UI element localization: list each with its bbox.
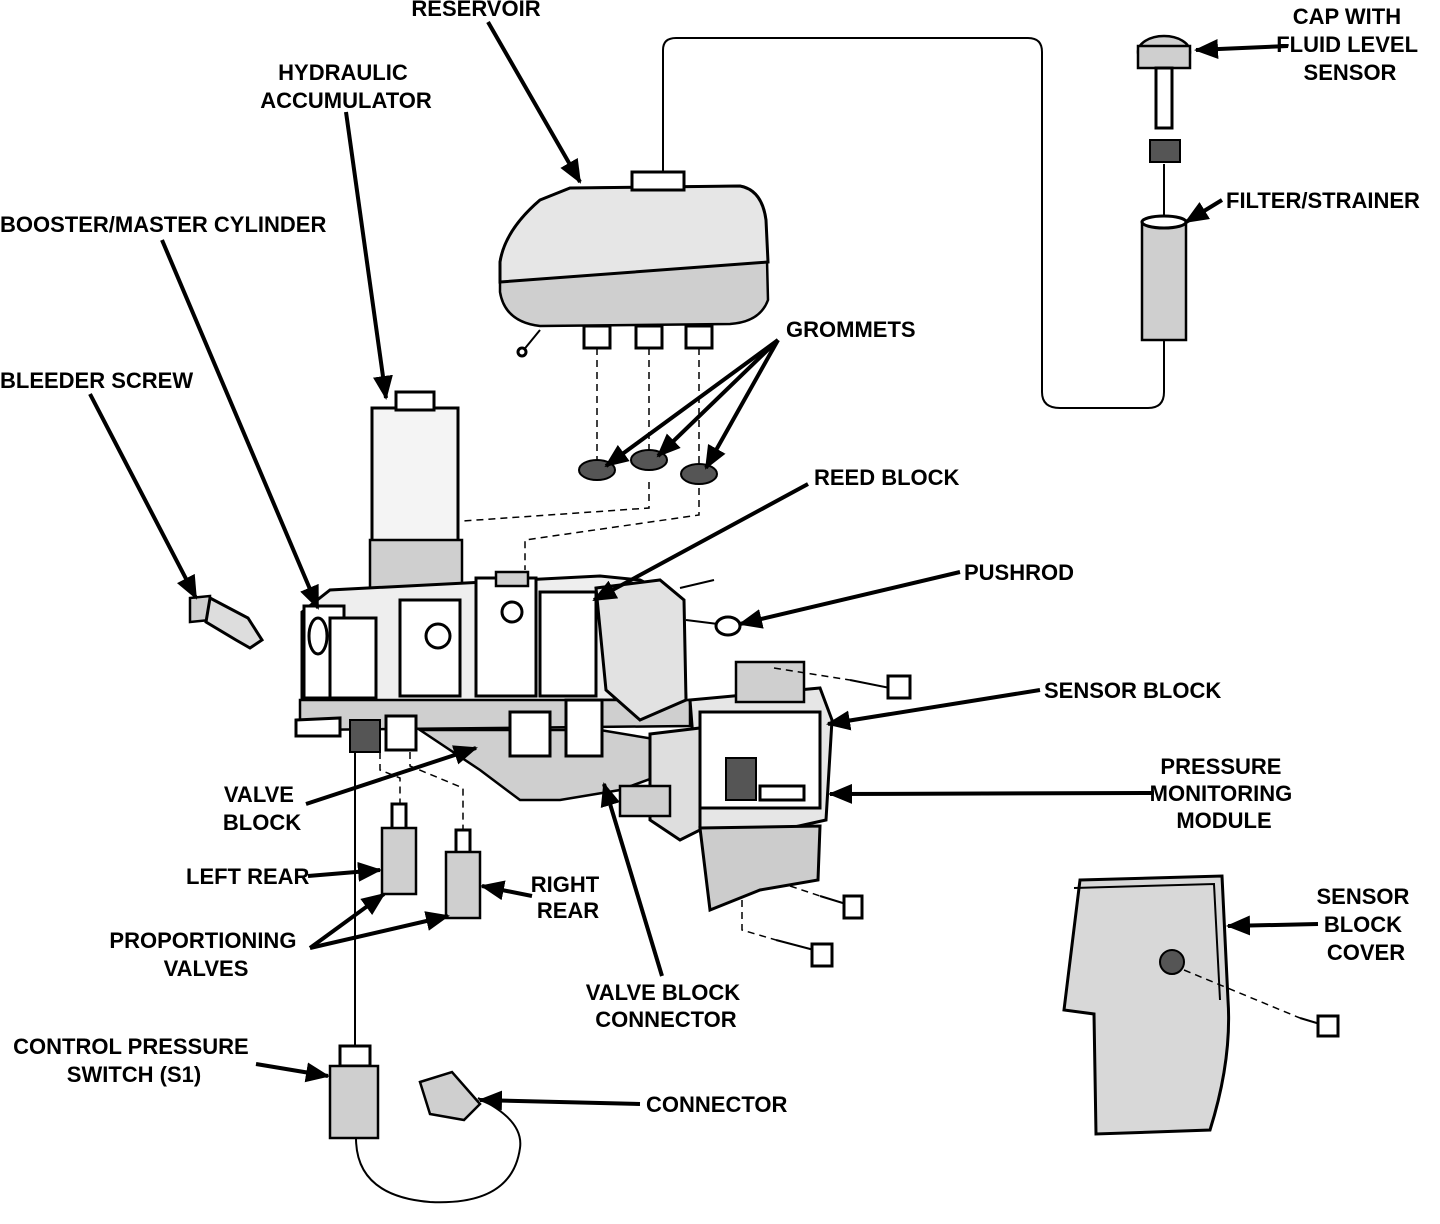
label-reed-block: REED BLOCK <box>814 465 960 490</box>
label-booster-master-cylinder: BOOSTER/MASTER CYLINDER <box>0 212 326 237</box>
bleeder-screw-part <box>188 594 265 650</box>
label-left-rear: LEFT REAR <box>186 864 310 889</box>
label-connector: CONNECTOR <box>646 1092 787 1117</box>
label-cap-with-fluid-level-sensor: CAP WITH FLUID LEVEL SENSOR <box>1276 4 1424 85</box>
label-pressure-monitoring-module: PRESSURE MONITORING MODULE <box>1150 754 1299 833</box>
label-proportioning-valves: PROPORTIONING VALVES <box>109 928 302 981</box>
label-hydraulic-accumulator: HYDRAULIC ACCUMULATOR <box>260 60 432 113</box>
label-bleeder-screw: BLEEDER SCREW <box>0 368 193 393</box>
grommet-parts <box>578 449 718 485</box>
sensor-block-part <box>618 660 912 968</box>
label-sensor-block-cover: SENSOR BLOCK COVER <box>1316 884 1415 965</box>
hydraulic-unit <box>294 570 715 802</box>
label-sensor-block: SENSOR BLOCK <box>1044 678 1221 703</box>
label-control-pressure-switch: CONTROL PRESSURE SWITCH (S1) <box>13 1034 255 1087</box>
cap-part <box>1136 34 1192 163</box>
proportioning-valve-parts <box>379 752 482 920</box>
label-filter-strainer: FILTER/STRAINER <box>1226 188 1420 213</box>
filter-part <box>1140 164 1188 342</box>
label-reservoir: RESERVOIR <box>411 0 540 21</box>
accumulator-part <box>368 390 464 592</box>
return-hose <box>662 37 1165 409</box>
label-right-rear: RIGHT REAR <box>531 872 606 923</box>
leader-lines <box>88 21 1319 1111</box>
reservoir-part <box>498 170 770 358</box>
label-valve-block-connector: VALVE BLOCK CONNECTOR <box>586 980 747 1032</box>
pushrod-part <box>685 615 742 637</box>
sensor-block-cover-part <box>1062 874 1340 1136</box>
label-grommets: GROMMETS <box>786 317 916 342</box>
label-valve-block: VALVE BLOCK <box>223 782 301 835</box>
control-pressure-switch-part <box>328 752 522 1204</box>
label-pushrod: PUSHROD <box>964 560 1074 585</box>
